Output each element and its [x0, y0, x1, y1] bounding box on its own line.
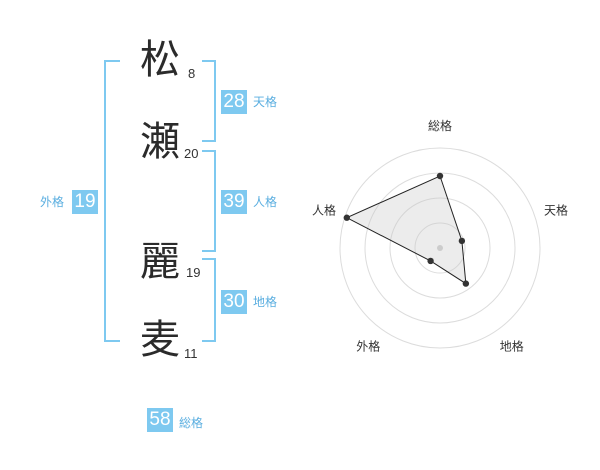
tenkaku-bracket [202, 60, 216, 142]
radar-ring-4 [339, 147, 541, 349]
gaikaku-label: 外格 [40, 195, 65, 209]
radar-axis-label-5: 人格 [312, 202, 336, 217]
stroke-count-4: 11 [184, 346, 198, 361]
stroke-count-2: 20 [184, 146, 199, 161]
radar-center [437, 245, 443, 251]
radar-ring-2 [389, 197, 491, 299]
name-char-2: 瀬 [140, 119, 180, 165]
radar-axis-label-3: 地格 [500, 339, 524, 354]
radar-point-1 [436, 172, 444, 180]
tenkaku-label: 天格 [253, 95, 278, 109]
radar-point-2 [458, 237, 466, 245]
radar-axis-label-1: 総格 [428, 118, 452, 133]
chikaku-bracket [202, 258, 216, 342]
soukaku-label: 総格 [179, 416, 204, 430]
jinkaku-label: 人格 [253, 195, 278, 209]
name-char-3: 麗 [140, 239, 180, 285]
gaikaku-score: 19 [72, 190, 98, 214]
radar-ring-1 [414, 222, 466, 274]
stroke-count-3: 19 [186, 265, 201, 280]
stroke-count-1: 8 [188, 66, 196, 81]
jinkaku-bracket [202, 150, 216, 252]
name-char-1: 松 [140, 37, 180, 83]
tenkaku-score: 28 [221, 90, 247, 114]
radar-point-4 [427, 257, 434, 265]
radar-polygon [345, 175, 467, 285]
radar-axis-label-4: 外格 [356, 339, 380, 354]
gaikaku-bracket [104, 60, 120, 342]
jinkaku-score: 39 [221, 190, 247, 214]
name-char-4: 麦 [140, 317, 180, 363]
chikaku-label: 地格 [253, 295, 278, 309]
soukaku-score: 58 [147, 408, 173, 432]
radar-point-5 [343, 214, 350, 221]
chikaku-score: 30 [221, 290, 247, 314]
radar-axis-label-2: 天格 [544, 202, 568, 217]
radar-point-3 [462, 280, 470, 287]
